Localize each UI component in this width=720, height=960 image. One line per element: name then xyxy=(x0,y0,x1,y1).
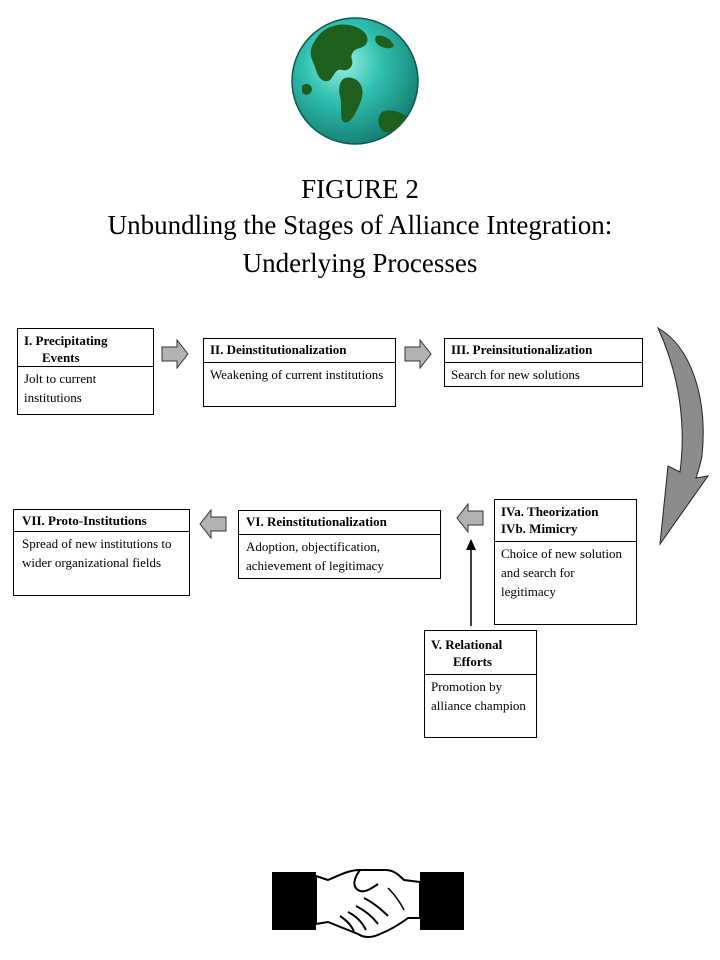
stage-4-heading-line1: IVa. Theorization xyxy=(501,504,599,519)
stage-3-body: Search for new solutions xyxy=(451,367,580,382)
arrow-stage5-to-stage4 xyxy=(466,539,476,626)
stage-1-box: I. Precipitating Events Jolt to current … xyxy=(17,328,154,415)
stage-5-heading-line1: V. Relational xyxy=(431,637,503,652)
stage-3-heading: III. Preinsitutionalization xyxy=(445,339,642,363)
stage-2-heading: II. Deinstitutionalization xyxy=(204,339,395,363)
stage-7-body: Spread of new institutions to wider orga… xyxy=(22,536,172,570)
stage-1-heading: I. Precipitating Events xyxy=(18,329,153,367)
stage-4-heading: IVa. Theorization IVb. Mimicry xyxy=(495,500,636,542)
stage-4-heading-line2: IVb. Mimicry xyxy=(501,521,578,536)
figure-title-line2: Underlying Processes xyxy=(242,248,478,278)
stage-3-box: III. Preinsitutionalization Search for n… xyxy=(444,338,643,387)
stage-4-box: IVa. Theorization IVb. Mimicry Choice of… xyxy=(494,499,637,625)
stage-1-heading-line2: Events xyxy=(42,350,80,365)
figure-title-block: FIGURE 2 Unbundling the Stages of Allian… xyxy=(0,172,720,282)
stage-5-body: Promotion by alliance champion xyxy=(431,679,526,713)
stage-5-heading-line2: Efforts xyxy=(453,654,492,669)
stage-6-body: Adoption, objectification, achievement o… xyxy=(246,539,384,573)
curved-arrow-stage3-to-stage4 xyxy=(656,326,710,546)
arrow-stage1-to-stage2 xyxy=(161,339,189,369)
stage-6-box: VI. Reinstitutionalization Adoption, obj… xyxy=(238,510,441,579)
stage-7-box: VII. Proto-Institutions Spread of new in… xyxy=(13,509,190,596)
globe-icon xyxy=(291,17,419,145)
handshake-icon xyxy=(272,869,464,938)
arrow-stage6-to-stage7 xyxy=(199,509,227,539)
stage-5-box: V. Relational Efforts Promotion by allia… xyxy=(424,630,537,738)
figure-number: FIGURE 2 xyxy=(301,174,419,204)
figure-title-line1: Unbundling the Stages of Alliance Integr… xyxy=(107,210,613,240)
stage-4-body: Choice of new solution and search for le… xyxy=(501,546,622,599)
arrow-stage2-to-stage3 xyxy=(404,339,432,369)
stage-2-box: II. Deinstitutionalization Weakening of … xyxy=(203,338,396,407)
arrow-stage4-to-stage6 xyxy=(456,503,484,533)
stage-7-heading: VII. Proto-Institutions xyxy=(14,510,189,532)
stage-1-heading-line1: I. Precipitating xyxy=(24,333,108,348)
stage-5-heading: V. Relational Efforts xyxy=(425,631,536,675)
stage-6-heading: VI. Reinstitutionalization xyxy=(239,511,440,535)
stage-2-body: Weakening of current institutions xyxy=(210,367,384,382)
stage-1-body: Jolt to current institutions xyxy=(24,371,97,405)
